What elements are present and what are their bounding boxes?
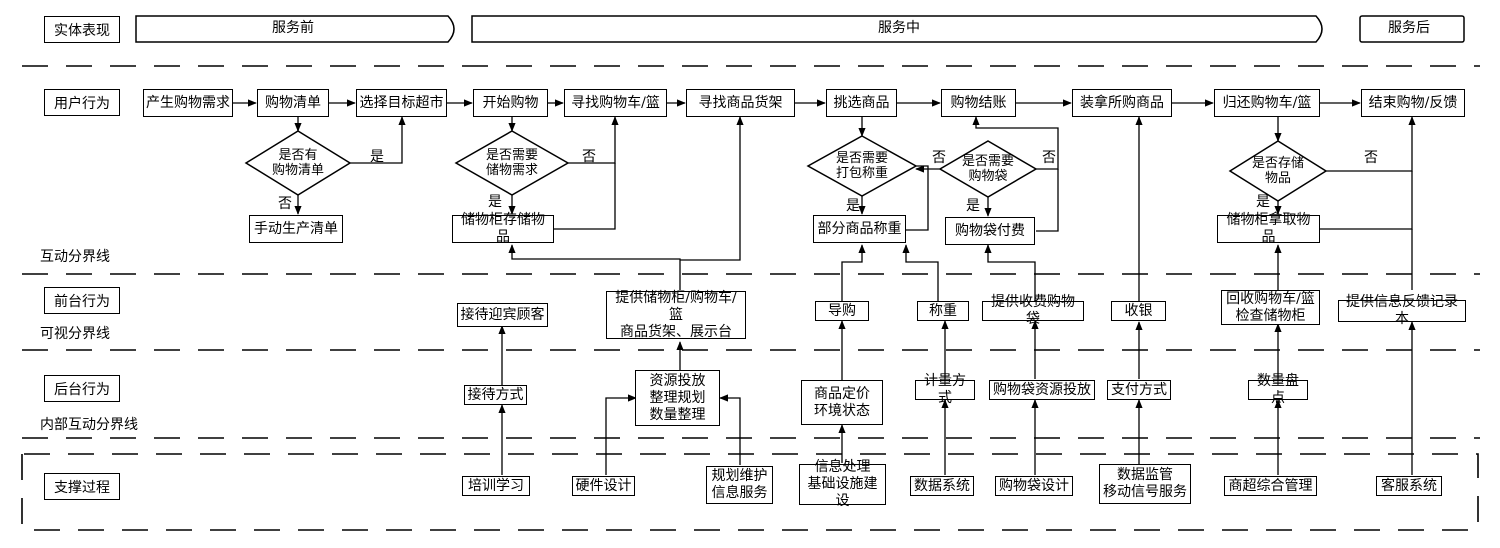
support-train: 培训学习 (462, 476, 530, 496)
front-feedback: 提供信息反馈记录本 (1338, 294, 1466, 327)
step-pick: 挑选商品 (826, 89, 897, 117)
front-bag: 提供收费购物袋 (982, 294, 1084, 327)
front-guide: 导购 (815, 301, 869, 321)
no-label-list: 否 (278, 196, 292, 212)
decision-need-bag: 是否需要 购物袋 (961, 154, 1014, 184)
phase-before-label: 服务前 (272, 20, 314, 36)
lane-front-label: 前台行为 (44, 287, 120, 314)
no-label-storage: 否 (582, 149, 596, 165)
no-label-bag: 否 (1042, 150, 1056, 166)
step-checkout: 购物结账 (941, 89, 1016, 117)
lane-back-label: 后台行为 (44, 375, 120, 402)
step-list: 购物清单 (257, 89, 329, 117)
support-cs: 客服系统 (1376, 476, 1442, 496)
no-label-stored: 否 (1364, 150, 1378, 166)
separator-lines (21, 65, 1480, 531)
support-hardware: 硬件设计 (572, 476, 635, 496)
support-bag-design: 购物袋设计 (995, 476, 1073, 496)
diamonds (244, 130, 1328, 202)
step-bag-pay: 购物袋付费 (945, 217, 1035, 245)
back-method: 接待方式 (464, 385, 527, 405)
step-shelf: 寻找商品货架 (686, 89, 795, 117)
support-info: 信息处理 基础设施建设 (799, 459, 886, 509)
step-end: 结束购物/反馈 (1361, 89, 1465, 117)
support-plan: 规划维护 信息服务 (706, 466, 773, 504)
phase-bar-before (135, 15, 455, 43)
step-locker-store: 储物柜存储物品 (452, 212, 554, 245)
step-locker-take: 储物柜拿取物品 (1217, 212, 1320, 245)
decision-need-weigh: 是否需要 打包称重 (835, 151, 888, 181)
front-weigh: 称重 (917, 301, 969, 321)
back-measure: 计量方式 (915, 373, 975, 406)
back-resource: 资源投放 整理规划 数量整理 (635, 370, 720, 426)
yes-label-storage: 是 (488, 194, 502, 210)
decision-has-list: 是否有 购物清单 (271, 148, 324, 178)
step-pack: 装拿所购商品 (1072, 89, 1172, 117)
step-choose: 选择目标超市 (356, 89, 447, 117)
step-manual-list: 手动生产清单 (249, 215, 343, 243)
lane-support-label: 支撑过程 (44, 473, 120, 500)
back-bag-resource: 购物袋资源投放 (989, 380, 1095, 400)
front-cashier: 收银 (1111, 301, 1166, 321)
back-payment: 支付方式 (1107, 380, 1171, 400)
front-recycle: 回收购物车/篮 检查储物柜 (1221, 290, 1320, 325)
yes-label-bag: 是 (966, 198, 980, 214)
no-label-weigh: 否 (932, 150, 946, 166)
visibility-line-label: 可视分界线 (40, 326, 110, 342)
support-frame (21, 453, 1479, 531)
decision-has-stored: 是否存储 物品 (1251, 156, 1304, 186)
lane-user-label: 用户行为 (44, 89, 120, 116)
front-greet: 接待迎宾顾客 (457, 303, 548, 327)
support-monitor: 数据监管 移动信号服务 (1099, 464, 1191, 504)
step-cart: 寻找购物车/篮 (564, 89, 667, 117)
phase-bars (135, 15, 1465, 43)
lane-entity-label: 实体表现 (44, 16, 120, 43)
step-return: 归还购物车/篮 (1214, 89, 1320, 117)
yes-label-stored: 是 (1256, 194, 1270, 210)
phase-during-label: 服务中 (878, 20, 920, 36)
back-pricing: 商品定价 环境状态 (801, 380, 883, 425)
support-data: 数据系统 (910, 476, 974, 496)
phase-after-label: 服务后 (1388, 20, 1430, 36)
support-mgmt: 商超综合管理 (1224, 476, 1317, 496)
decision-need-storage: 是否需要 储物需求 (485, 148, 538, 178)
step-weigh-part: 部分商品称重 (813, 215, 906, 243)
yes-label-list: 是 (370, 149, 384, 165)
interaction-line-label: 互动分界线 (40, 249, 110, 265)
step-start: 开始购物 (473, 89, 548, 117)
step-need: 产生购物需求 (143, 89, 233, 117)
back-count: 数量盘点 (1248, 373, 1308, 406)
phase-bar-after (1359, 15, 1465, 43)
phase-bar-during (471, 15, 1323, 43)
yes-label-weigh: 是 (846, 198, 860, 214)
front-provide: 提供储物柜/购物车/篮 商品货架、展示台 (606, 290, 746, 340)
arrows (233, 99, 1416, 475)
internal-line-label: 内部互动分界线 (40, 417, 138, 433)
